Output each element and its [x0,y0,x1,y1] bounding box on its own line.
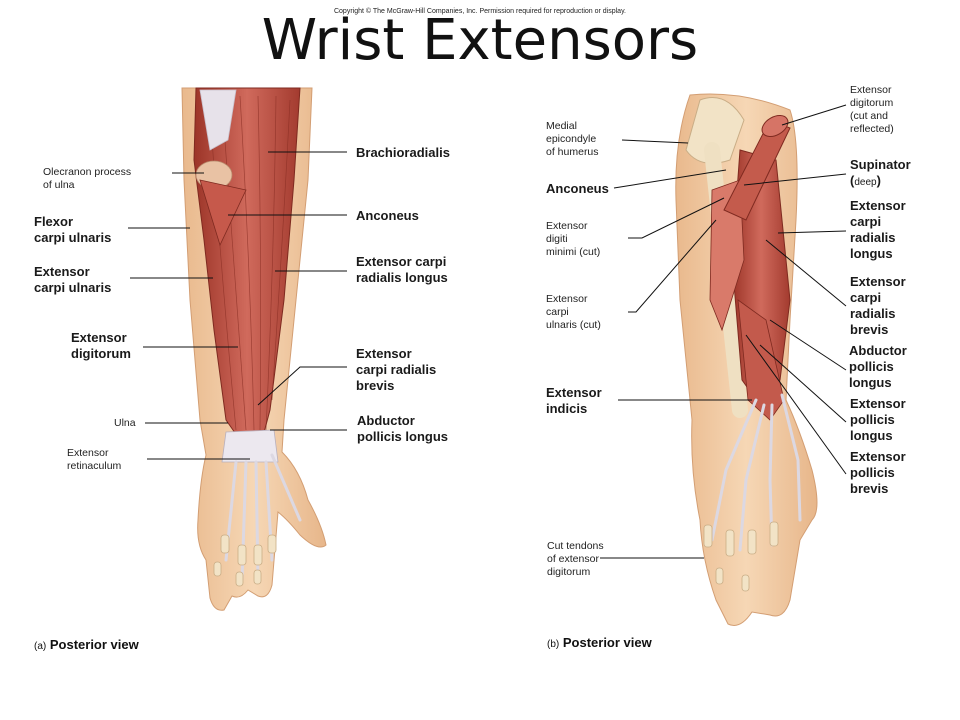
label-ecr-brevis-a: Extensor carpi radialis brevis [356,346,437,393]
label-extensor-indicis: Extensor indicis [546,385,602,416]
caption-b-view: Posterior view [562,635,652,650]
label-extensor-digiti-minimi: Extensor digiti minimi (cut) [546,220,601,258]
caption-a-tag: (a) [34,641,47,652]
label-extensor-retinaculum: Extensor retinaculum [67,447,122,472]
label-ecr-longus-a: Extensor carpi radialis longus [356,254,448,285]
label-supinator: Supinator(deep) [850,157,911,188]
caption-b: (b) Posterior view [547,635,652,650]
label-ulna: Ulna [114,417,136,429]
label-extensor-carpi-ulnaris-cut: Extensor carpi ulnaris (cut) [546,293,601,331]
caption-a-view: Posterior view [49,637,139,652]
label-extensor-digitorum-a: Extensor digitorum [71,330,131,361]
label-anconeus-a: Anconeus [356,208,419,223]
caption-b-tag: (b) [547,639,560,650]
label-cut-tendons: Cut tendons of extensor digitorum [547,540,604,578]
label-anconeus-b: Anconeus [546,181,609,196]
caption-a: (a) Posterior view [34,637,139,652]
label-extensor-pollicis-longus: Extensor pollicis longus [850,396,906,443]
forearm-b-illustration [675,93,818,626]
label-brachioradialis: Brachioradialis [356,145,450,160]
copyright-notice: Copyright © The McGraw-Hill Companies, I… [333,8,626,15]
label-medial-epicondyle: Medial epicondyle of humerus [546,120,599,158]
label-olecranon-process: Olecranon process of ulna [43,166,132,191]
label-extensor-digitorum-reflected: Extensor digitorum (cut and reflected) [850,84,894,135]
label-supinator-text: Supinator [850,157,911,172]
label-abductor-pollicis-longus-b: Abductor pollicis longus [849,343,907,390]
label-ecr-brevis-b: Extensor carpi radialis brevis [850,274,906,337]
label-supinator-note: deep [854,177,877,188]
label-ecr-longus-b: Extensor carpi radialis longus [850,198,906,261]
page-title: Wrist Extensors [261,8,699,73]
leader-lines-a [128,151,347,460]
label-abductor-pollicis-longus-a: Abductor pollicis longus [357,413,449,444]
forearm-a-illustration [181,87,327,611]
leader-lines-b [600,104,847,559]
label-extensor-pollicis-brevis: Extensor pollicis brevis [850,449,906,496]
label-flexor-carpi-ulnaris: Flexor carpi ulnaris [34,214,112,245]
label-extensor-carpi-ulnaris: Extensor carpi ulnaris [34,264,112,295]
